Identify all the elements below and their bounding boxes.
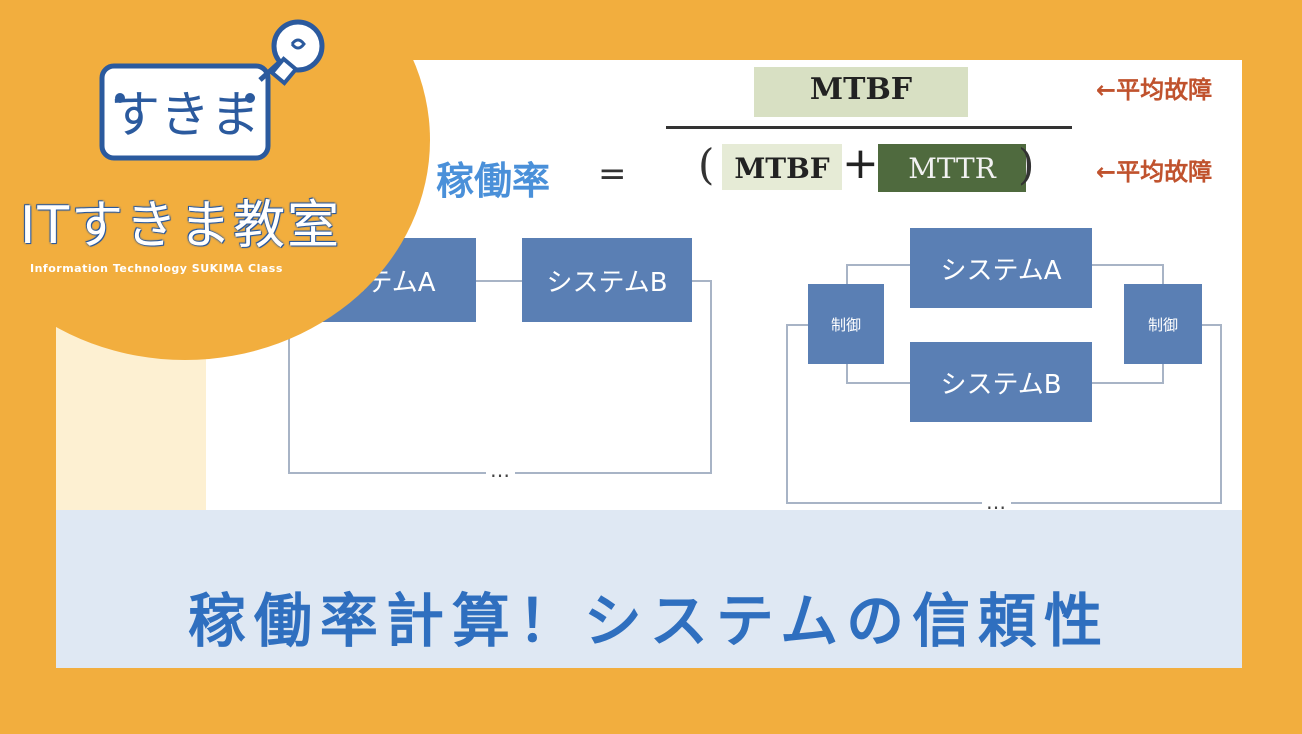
logo-name: ITすきま教室	[20, 196, 342, 256]
logo-tagline: Information Technology SUKIMA Class	[30, 262, 283, 275]
formula-equals: =	[598, 154, 627, 194]
numerator-highlight	[754, 67, 968, 117]
note-mtbf: ←平均故障	[1096, 76, 1213, 104]
parallel-system-a: システムA	[910, 228, 1092, 308]
parallel-ellipsis: …	[982, 490, 1011, 510]
denominator-mtbf-highlight	[722, 144, 842, 190]
series-ellipsis: …	[486, 458, 515, 482]
note-mttr: ←平均故障	[1096, 158, 1213, 186]
parallel-branch-left-top	[846, 264, 910, 266]
logo-icon: すきま	[99, 19, 325, 161]
logo-hiragana: すきま	[110, 86, 260, 144]
series-line-right-stub	[692, 280, 712, 282]
series-system-b: システムB	[522, 238, 692, 322]
parallel-branch-left-bottom	[846, 382, 910, 384]
series-line-left	[288, 280, 290, 474]
fraction-bar	[666, 126, 1072, 129]
formula-denominator-mtbf: MTBF	[734, 152, 830, 185]
formula-plus: +	[842, 138, 879, 189]
page-title: 稼働率計算！システムの信頼性	[187, 587, 1111, 655]
formula-label: 稼働率	[436, 159, 551, 203]
series-line-right	[710, 280, 712, 474]
parallel-branch-right-top	[1092, 264, 1164, 266]
parallel-line-left	[786, 324, 788, 504]
formula-numerator: MTBF	[809, 72, 913, 107]
parallel-line-right-stub	[1202, 324, 1222, 326]
paren-left: (	[698, 140, 715, 189]
parallel-branch-right-bottom	[1092, 382, 1164, 384]
series-line-ab	[476, 280, 522, 282]
formula-denominator-mttr: MTTR	[908, 152, 996, 185]
parallel-line-right	[1220, 324, 1222, 504]
parallel-control-left: 制御	[808, 284, 884, 364]
parallel-line-left-stub	[786, 324, 808, 326]
title-banner	[56, 510, 1242, 668]
paren-right: )	[1018, 140, 1035, 189]
parallel-control-right: 制御	[1124, 284, 1202, 364]
denominator-mttr-highlight	[878, 144, 1026, 192]
parallel-system-b: システムB	[910, 342, 1092, 422]
